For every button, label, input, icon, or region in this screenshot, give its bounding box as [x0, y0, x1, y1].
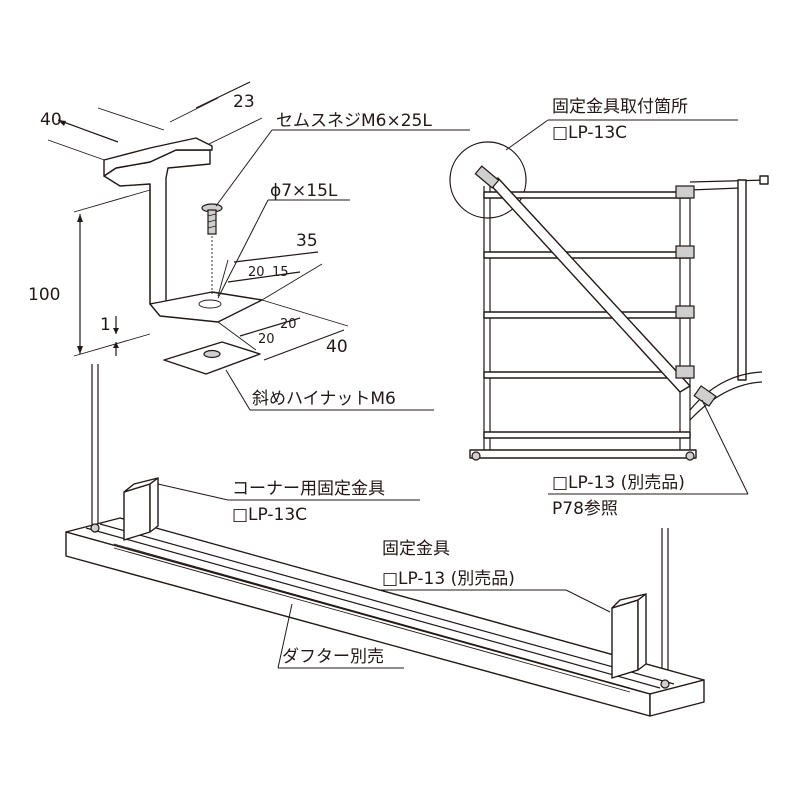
screw-icon	[201, 203, 223, 296]
dim-bracket-width: 40	[40, 107, 165, 163]
screw-label: セムスネジM6×25L	[276, 111, 432, 131]
dim-hole-offset-a1-label: 20	[248, 265, 265, 280]
dim-hole-spacing-top: 35 20 15	[217, 231, 323, 301]
corner-bracket-shape	[103, 137, 263, 323]
lp13-label: □LP-13 (別売品)	[552, 473, 685, 493]
dim-bracket-height: 100	[28, 189, 151, 357]
hole-spec-callout: ϕ7×15L	[217, 181, 350, 299]
nut-callout: 斜めハイナットM6	[225, 369, 434, 411]
dim-bracket-depth-label: 23	[233, 92, 255, 112]
screw-callout: セムスネジM6×25L	[215, 111, 470, 207]
dim-hole-spacing-bottom: 20 20 40	[217, 299, 349, 361]
dim-bracket-width-label: 40	[40, 110, 62, 130]
ladder-rungs	[469, 191, 697, 459]
dim-hole-width-b-label: 40	[326, 337, 348, 357]
detail-circle	[449, 141, 527, 219]
diagonal-nut-label: 斜めハイナットM6	[252, 389, 396, 409]
ladder-frame	[469, 165, 769, 461]
bracket-detail: 40 23	[28, 81, 470, 411]
corner-bracket-label: コーナー用固定金具	[232, 479, 385, 499]
fixing-bracket-part-label: □LP-13 (別売品)	[382, 569, 515, 589]
dim-bracket-depth: 23	[169, 81, 263, 147]
mount-location-label: 固定金具取付箇所	[552, 97, 688, 117]
see-page-label: P78参照	[552, 499, 618, 519]
corner-bracket-part-label: □LP-13C	[232, 505, 307, 525]
duct-label: ダフター別売	[282, 647, 384, 667]
dim-hole-offset-a2-label: 15	[272, 265, 289, 280]
fixing-bracket-label: 固定金具	[382, 539, 450, 559]
dim-hole-offset-b2-label: 20	[280, 317, 297, 332]
slot-hole-icon	[198, 299, 222, 309]
top-view-detail: 固定金具取付箇所 □LP-13C	[449, 97, 769, 519]
duct-assembly: コーナー用固定金具 □LP-13C 固定金具 □LP-13 (別売品) ダフター…	[65, 364, 705, 717]
dim-hole-offset-b1-label: 20	[258, 332, 275, 347]
fixing-bracket-icon	[611, 593, 647, 679]
diagonal-nut-icon	[163, 341, 261, 375]
mount-location-part-label: □LP-13C	[552, 123, 627, 143]
duct-channel	[65, 517, 705, 717]
dim-thickness-label: 1	[100, 315, 111, 335]
hole-spec-label: ϕ7×15L	[270, 181, 338, 201]
dim-bracket-height-label: 100	[28, 285, 60, 305]
dim-hole-spacing-a-label: 35	[296, 231, 318, 251]
dim-thickness: 1	[100, 315, 119, 356]
corner-bracket-icon	[123, 477, 159, 541]
